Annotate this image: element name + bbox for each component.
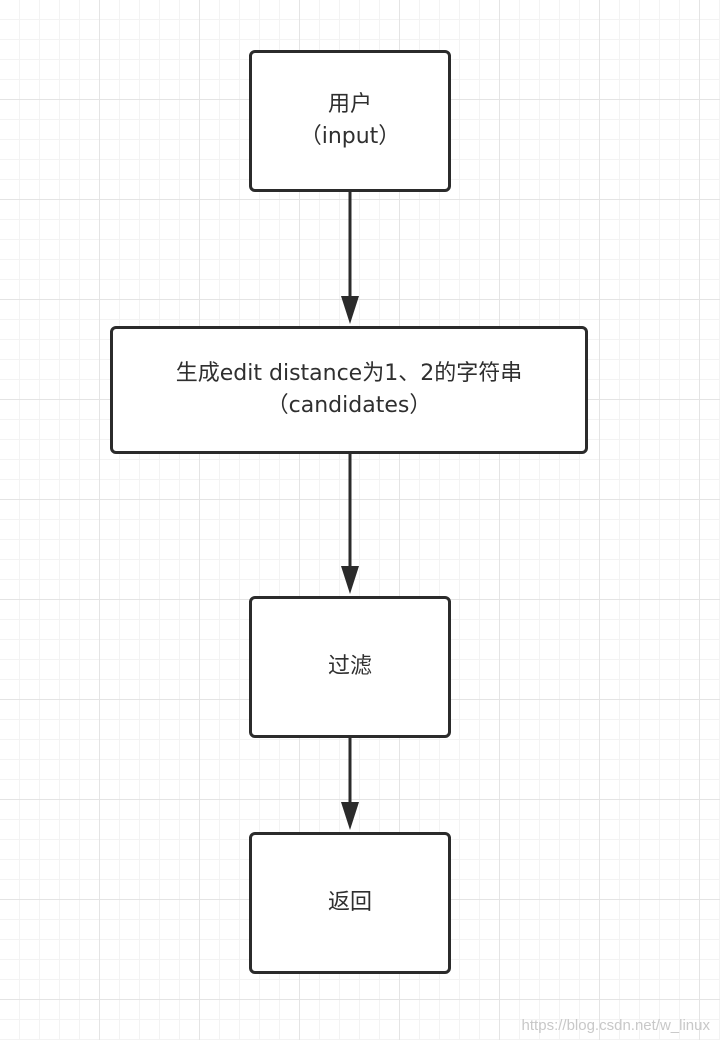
edge-filter-to-return	[341, 738, 359, 830]
watermark-url: https://blog.csdn.net/w_linux	[521, 1017, 710, 1034]
node-label: 生成edit distance为1、2的字符串	[175, 361, 523, 386]
edge-user-to-generate	[341, 192, 359, 324]
arrowhead	[341, 296, 359, 324]
node-label: 用户	[327, 92, 372, 117]
node-return[interactable]: 返回	[249, 832, 451, 974]
node-sublabel: （candidates）	[266, 393, 432, 418]
arrowhead	[341, 566, 359, 594]
node-label: 返回	[327, 890, 372, 915]
node-label: 过滤	[327, 654, 372, 679]
arrowhead	[341, 802, 359, 830]
edge-generate-to-filter	[341, 454, 359, 594]
node-sublabel: （input）	[299, 124, 401, 149]
node-filter[interactable]: 过滤	[249, 596, 451, 738]
node-user-input[interactable]: 用户 （input）	[249, 50, 451, 192]
node-generate-candidates[interactable]: 生成edit distance为1、2的字符串 （candidates）	[110, 326, 588, 454]
